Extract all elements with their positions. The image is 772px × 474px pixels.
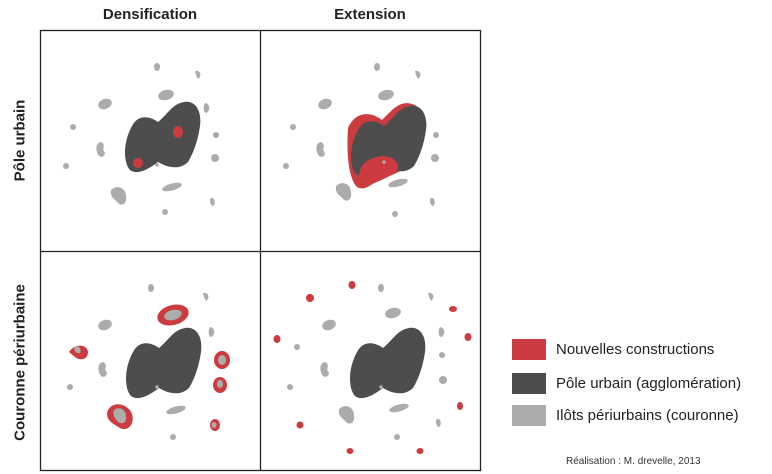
legend-label-urban: Pôle urbain (agglomération) [556,375,742,392]
legend-item-periurban: Ilôts périurbains (couronne) [512,405,739,426]
legend-swatch-periurban [512,405,546,426]
panel-pole-extension [283,63,439,217]
periurban-islands [283,63,439,217]
column-heading-extension: Extension [334,6,406,23]
periurban-islands [67,284,226,440]
urban-centre [379,385,383,389]
credit-line: Réalisation : M. drevelle, 2013 [566,456,701,467]
urban-centre [155,385,159,389]
legend-label-periurban: Ilôts périurbains (couronne) [556,407,739,424]
legend-item-new: Nouvelles constructions [512,339,714,360]
legend-swatch-urban [512,373,546,394]
urban-pole [126,327,202,399]
new-constructions [133,126,183,168]
panel-couronne-densification [67,284,230,440]
column-heading-densification: Densification [102,6,198,23]
periurban-islands [287,284,447,440]
new-constructions [359,156,399,186]
new-constructions [273,281,472,454]
urban-centre [382,160,386,164]
urban-centre [155,163,159,167]
urban-pole [350,327,426,399]
periurban-islands [63,63,219,215]
legend-item-urban: Pôle urbain (agglomération) [512,373,741,394]
legend-swatch-new [512,339,546,360]
legend-label-new: Nouvelles constructions [556,341,715,358]
panel-couronne-extension [273,281,472,454]
panel-pole-densification [63,63,219,215]
